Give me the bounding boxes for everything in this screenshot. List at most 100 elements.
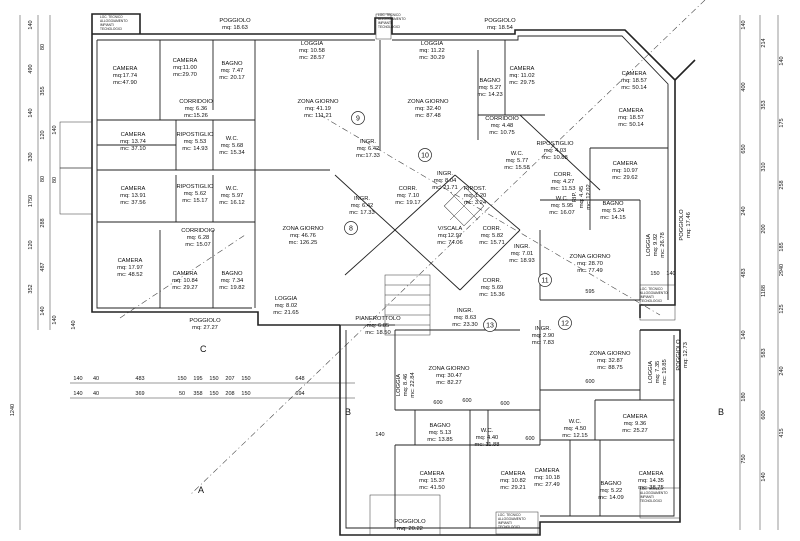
dimension-inner: 140 bbox=[375, 432, 384, 438]
dimension-left-inner: 80 bbox=[52, 177, 58, 183]
dimension-right: 140 bbox=[779, 56, 785, 65]
dimension-left-inner: 140 bbox=[52, 315, 58, 324]
unit-number-circle bbox=[483, 318, 497, 332]
tech-room-label: IMPIANTI bbox=[498, 521, 512, 525]
tech-room-label: ALLOGGIAMENTO bbox=[640, 491, 668, 495]
dimension-right: 353 bbox=[761, 100, 767, 109]
dimension-inner: 600 bbox=[585, 379, 594, 385]
unit-number: 8 bbox=[349, 226, 353, 233]
dimension-left-total: 1240 bbox=[10, 404, 16, 416]
room-label-text: LOGGIAmq: 9.92mc: 26.78 bbox=[646, 232, 666, 257]
room-label-text: LOGGIAmq: 8.46mc: 22.84 bbox=[396, 372, 416, 398]
dimension-right: 180 bbox=[741, 392, 747, 401]
axis-line bbox=[319, 114, 661, 316]
staircase bbox=[384, 185, 485, 336]
dimension-row-1: 483 bbox=[135, 376, 144, 382]
room-label-text: LOGGIAmq: 7.35mc: 19.85 bbox=[648, 359, 668, 384]
room-label-loggia-e1: LOGGIAmq: 9.92mc: 26.78 bbox=[646, 232, 666, 257]
dimension-row-1: 648 bbox=[295, 376, 304, 382]
dimension-left: 355 bbox=[40, 86, 46, 95]
tech-room-label: IMPIANTI bbox=[640, 495, 654, 499]
unit-number-circle bbox=[558, 316, 572, 330]
room-label-rip-e2: RIP.mq: 4.45mc: 12.02 bbox=[572, 184, 592, 209]
tech-room-label: IMPIANTI bbox=[378, 21, 392, 25]
room-label-text: RIP.mq: 4.45mc: 12.02 bbox=[572, 184, 592, 209]
dimension-inner: 150 bbox=[650, 271, 659, 277]
dimension-right: 185 bbox=[779, 242, 785, 251]
dimension-left: 1750 bbox=[28, 195, 34, 207]
tech-room-label: IMPIANTI bbox=[100, 23, 114, 27]
tech-room-label: TECNOLOGICI bbox=[640, 499, 662, 503]
dimension-inner: 600 bbox=[500, 401, 509, 407]
dimension-inner: 140 bbox=[666, 271, 675, 277]
dimension-row-2: 208 bbox=[225, 391, 234, 397]
dimension-inner: 600 bbox=[462, 398, 471, 404]
tech-room-label: ALLOGGIAMENTO bbox=[100, 19, 128, 23]
dimension-right: 140 bbox=[741, 330, 747, 339]
dimension-row-2: 369 bbox=[135, 391, 144, 397]
dimension-row-2: 150 bbox=[241, 391, 250, 397]
dimension-right: 258 bbox=[779, 180, 785, 189]
section-line-a bbox=[189, 0, 706, 496]
tech-room-label: LOC. TECNICO bbox=[100, 15, 123, 19]
tech-room-label: TECNOLOGICI bbox=[498, 525, 520, 529]
dimension-row-2: 50 bbox=[179, 391, 185, 397]
dimension-row-1: 40 bbox=[93, 376, 99, 382]
tech-room-label: LOC. TECNICO bbox=[378, 13, 401, 17]
dimension-left: 352 bbox=[28, 284, 34, 293]
tech-room-label: LOC. TECNICO bbox=[640, 487, 663, 491]
section-marker-a: A bbox=[198, 485, 204, 495]
dimension-row-1: 150 bbox=[177, 376, 186, 382]
room-label-poggiolo-e: POGGIOLOmq: 17.46 bbox=[679, 209, 692, 241]
dimension-row-1: 150 bbox=[209, 376, 218, 382]
dimension-row-2: 694 bbox=[295, 391, 304, 397]
